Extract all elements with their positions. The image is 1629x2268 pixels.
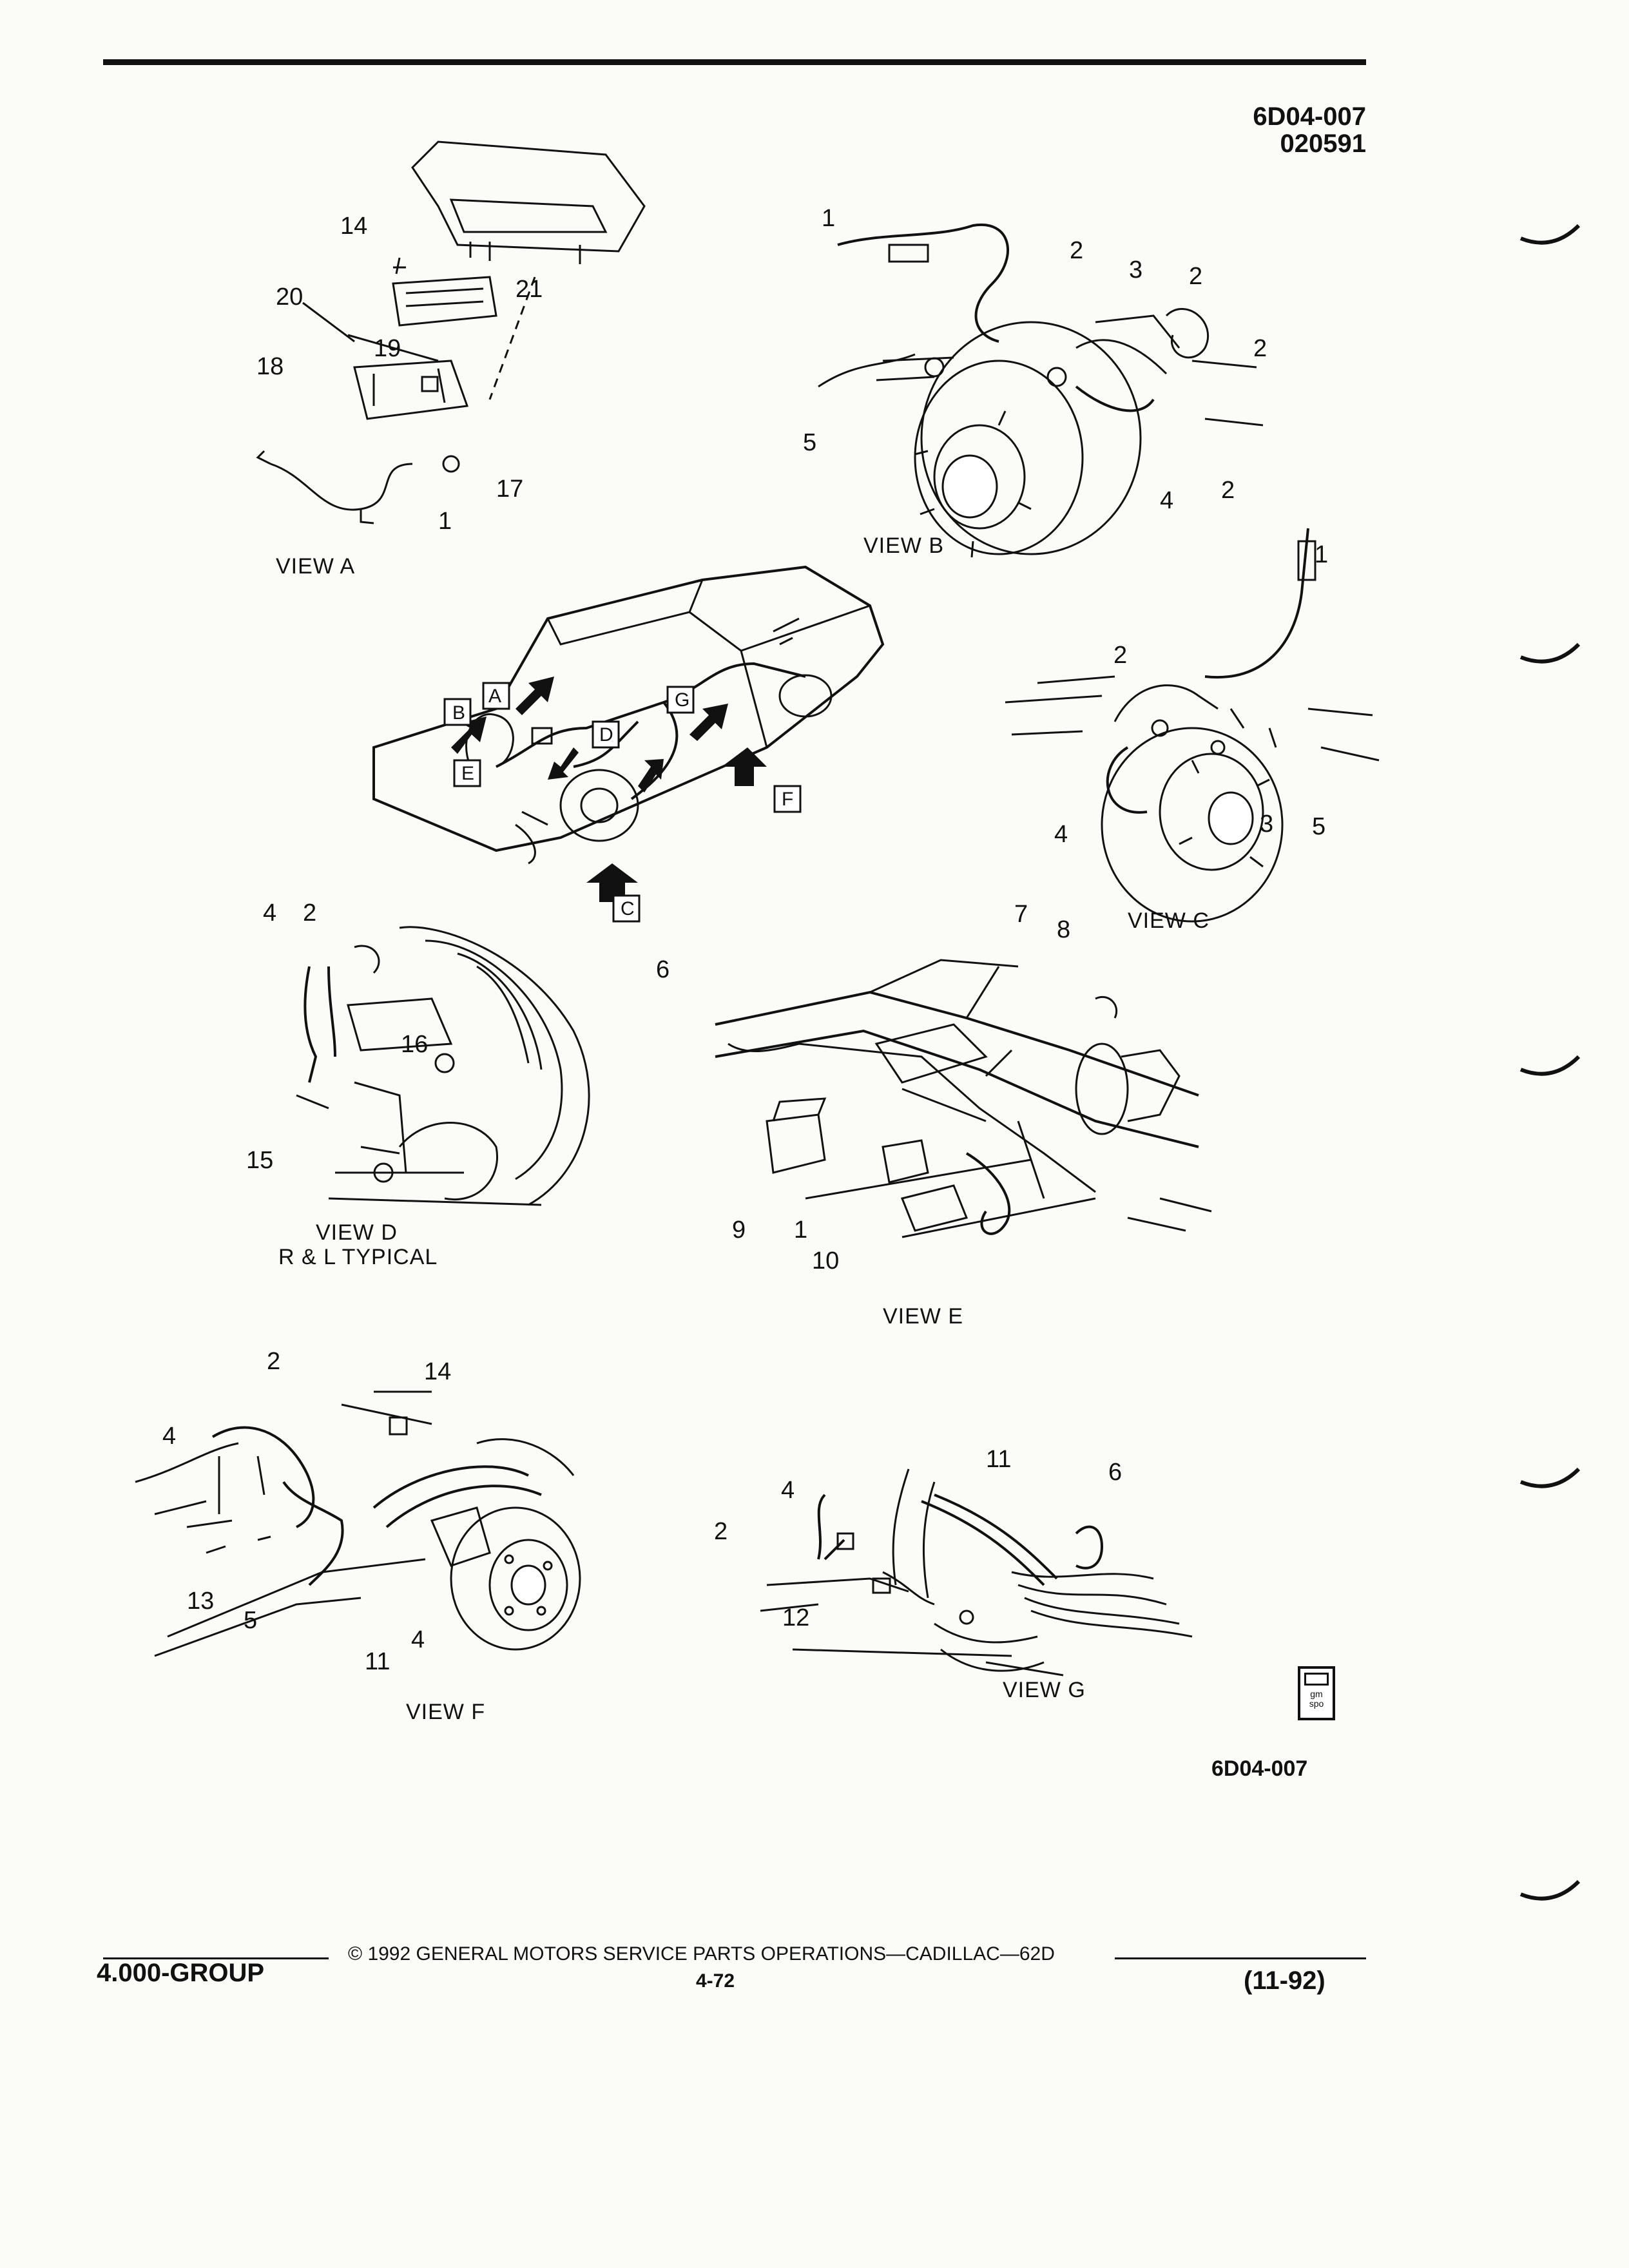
car-arrow-label-e: E (461, 763, 475, 784)
header-code: 6D04-007 020591 (1095, 103, 1366, 157)
view-b-callout: 2 (1070, 237, 1084, 264)
car-arrow-label-d: D (599, 724, 613, 745)
view-c-label: VIEW C (1128, 908, 1210, 933)
view-b-callout: 1 (822, 205, 836, 232)
view-g-callout: 11 (986, 1446, 1012, 1473)
view-c-callout: 3 (1260, 811, 1274, 838)
view-a-callout: 1 (438, 508, 452, 535)
view-a-callout: 17 (496, 476, 524, 503)
view-e-label: VIEW E (883, 1304, 964, 1329)
view-a-illustration (245, 129, 657, 541)
view-g-illustration (741, 1456, 1218, 1727)
view-d-illustration (271, 902, 631, 1237)
top-rule (103, 59, 1366, 65)
view-a-callout: 14 (340, 213, 368, 240)
view-b-illustration (805, 206, 1269, 567)
view-g-callout: 6 (1108, 1459, 1123, 1486)
view-a-callout: 20 (276, 284, 304, 311)
view-e-callout: 1 (794, 1216, 808, 1244)
car-arrow-label-f: F (782, 789, 794, 810)
view-a-callout: 18 (256, 353, 284, 380)
view-c-illustration (986, 515, 1385, 915)
car-locator-illustration (303, 554, 947, 915)
footer-rule-right (1115, 1957, 1366, 1959)
footer-group: 4.000-GROUP (97, 1959, 265, 1987)
footer-date: (11-92) (1244, 1966, 1325, 1995)
view-a-callout: 21 (516, 276, 543, 303)
footer-rule-left (103, 1957, 329, 1959)
car-arrow-label-g: G (675, 689, 690, 711)
footer-copyright: © 1992 GENERAL MOTORS SERVICE PARTS OPER… (348, 1943, 1055, 1965)
gm-spo-logo-text: gm spo (1309, 1689, 1324, 1709)
gm-spo-logo: gm spo (1298, 1666, 1335, 1720)
binder-marks (1514, 213, 1592, 1952)
view-f-callout: 11 (365, 1648, 390, 1675)
view-g-callout: 12 (782, 1604, 810, 1631)
view-b-callout: 4 (1160, 487, 1174, 514)
view-b-callout: 3 (1129, 256, 1143, 284)
view-g-callout: 4 (781, 1477, 795, 1504)
view-e-callout: 7 (1014, 901, 1028, 928)
view-a-label: VIEW A (276, 554, 356, 579)
view-e-callout: 6 (656, 956, 670, 983)
view-c-callout: 4 (1054, 821, 1068, 848)
view-d-sublabel: R & L TYPICAL (278, 1245, 438, 1269)
view-e-callout: 9 (732, 1216, 746, 1244)
view-b-callout: 2 (1253, 335, 1268, 362)
view-d-callout: 2 (303, 899, 317, 927)
view-e-illustration (709, 928, 1224, 1289)
view-g-label: VIEW G (1003, 1678, 1086, 1702)
view-b-callout: 2 (1221, 477, 1235, 504)
view-c-callout: 5 (1312, 813, 1326, 840)
bottom-part-code: 6D04-007 (1211, 1756, 1308, 1781)
view-g-callout: 2 (714, 1518, 728, 1545)
car-arrow-label-c: C (621, 898, 635, 919)
view-d-callout: 4 (263, 899, 277, 927)
view-d-label: VIEW D (316, 1220, 398, 1245)
view-b-callout: 2 (1189, 263, 1203, 290)
view-f-callout: 14 (424, 1358, 452, 1385)
view-c-callout: 1 (1315, 541, 1329, 568)
view-b-label: VIEW B (863, 533, 945, 558)
car-arrow-label-a: A (488, 686, 502, 707)
view-f-label: VIEW F (406, 1700, 486, 1724)
view-f-callout: 2 (267, 1348, 281, 1375)
header-date-code: 020591 (1280, 130, 1366, 158)
view-e-callout: 10 (812, 1247, 840, 1274)
view-f-illustration (129, 1366, 593, 1701)
footer-page-number: 4-72 (696, 1970, 735, 1992)
view-f-callout: 4 (162, 1423, 177, 1450)
car-arrow-label-b: B (452, 702, 466, 724)
view-f-callout: 5 (244, 1607, 258, 1634)
view-b-callout: 5 (803, 429, 817, 456)
view-c-callout: 2 (1113, 642, 1128, 669)
header-part-code: 6D04-007 (1253, 102, 1366, 131)
view-e-callout: 8 (1057, 916, 1071, 943)
view-f-callout: 4 (411, 1626, 425, 1653)
view-a-callout: 19 (374, 335, 401, 362)
view-f-callout: 13 (187, 1588, 215, 1615)
view-d-callout: 15 (246, 1147, 274, 1174)
view-d-callout: 16 (401, 1031, 429, 1058)
